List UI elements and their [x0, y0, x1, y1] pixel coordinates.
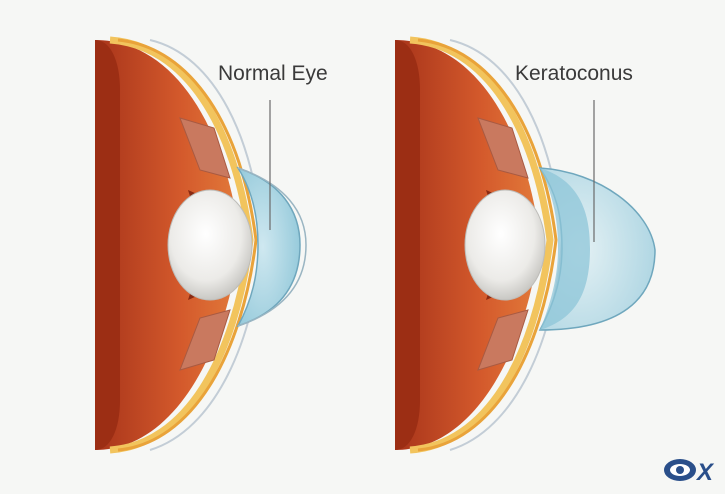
logo-text: X: [695, 459, 715, 486]
keratoconus-lens: [465, 190, 545, 300]
normal-lens: [168, 190, 252, 300]
keratoconus-label: Keratoconus: [515, 62, 633, 86]
keratoconus-retina: [395, 40, 420, 450]
normal-eye-label: Normal Eye: [218, 62, 328, 86]
normal-retina: [95, 40, 120, 450]
